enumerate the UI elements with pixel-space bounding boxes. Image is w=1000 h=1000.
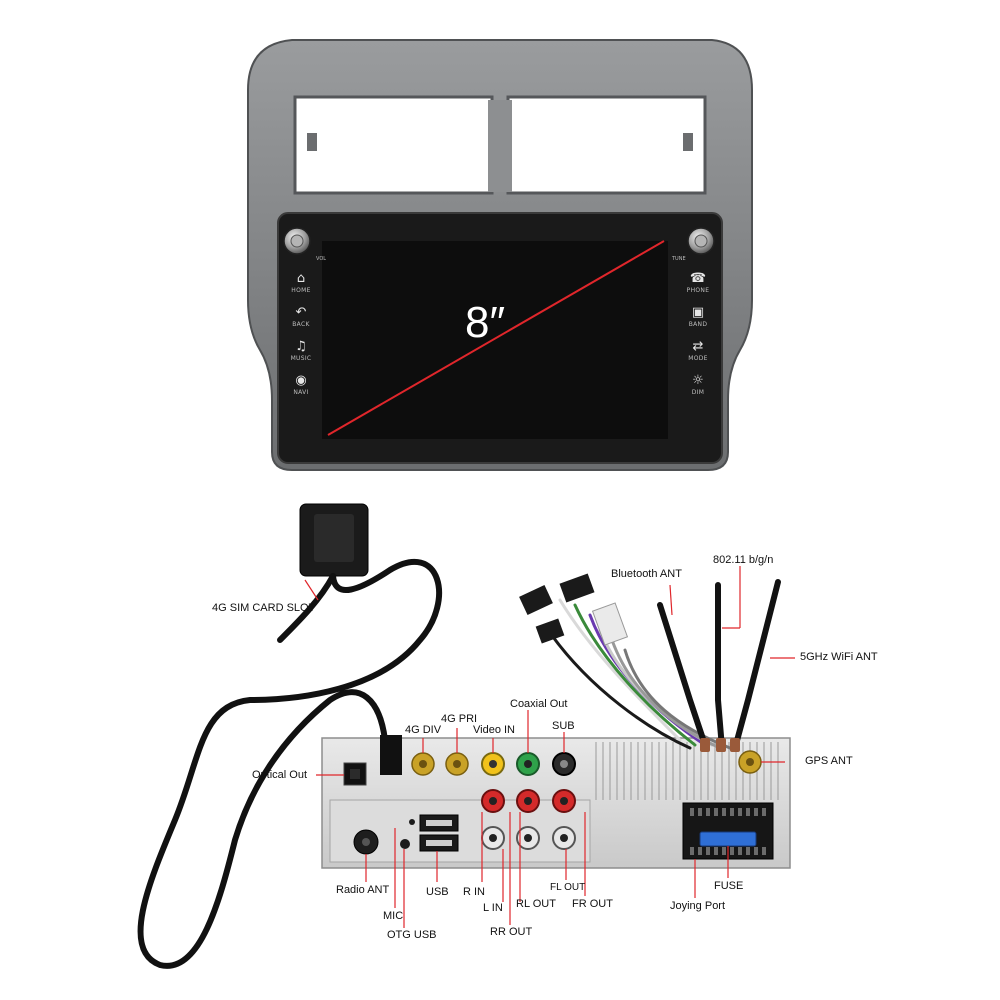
phone-label: PHONE [686, 287, 710, 294]
vol-label: VOL [316, 256, 327, 262]
callout-otg-usb: OTG USB [387, 929, 437, 941]
callout-bluetooth-ant: Bluetooth ANT [611, 568, 682, 580]
callout-rl-out: RL OUT [516, 898, 556, 910]
mic-jack[interactable] [400, 839, 410, 849]
callout-fl-out: FL OUT [550, 882, 586, 893]
callout-joying-port: Joying Port [670, 900, 726, 912]
mode-button[interactable]: ⇄ MODE [668, 339, 728, 363]
dim-label: DIM [691, 389, 705, 396]
callout-l-in: L IN [483, 902, 503, 914]
wire-harness [546, 598, 732, 750]
rr-out-rca[interactable] [552, 789, 576, 813]
heatsink-fins [595, 742, 779, 800]
callout-video-in: Video IN [473, 724, 515, 736]
sub-rca[interactable] [552, 752, 576, 776]
fl-out-rca[interactable] [516, 826, 540, 850]
callout-usb: USB [426, 886, 449, 898]
callout-wifi-24: 802.11 b/g/n [713, 554, 774, 566]
back-label: BACK [292, 321, 310, 328]
mode-icon: ⇄ [692, 339, 704, 354]
screen-diagonal [327, 240, 665, 436]
r-in-rca[interactable] [481, 789, 505, 813]
rl-out-rca[interactable] [516, 789, 540, 813]
harness-plugs [519, 573, 629, 646]
callout-wifi-5: 5GHz WiFi ANT [800, 651, 878, 663]
callout-leaders [304, 566, 795, 928]
callout-sub: SUB [552, 720, 575, 732]
home-icon: ⌂ [296, 271, 306, 286]
l-in-rca[interactable] [481, 826, 505, 850]
4g-div-connector[interactable] [411, 752, 435, 776]
callout-4g-pri: 4G PRI [441, 713, 478, 725]
vent-opening-right [506, 95, 707, 195]
video-in-rca[interactable] [481, 752, 505, 776]
callout-fr-out: FR OUT [572, 898, 613, 910]
callout-gps-ant: GPS ANT [805, 755, 853, 767]
callout-rr-out: RR OUT [490, 926, 533, 938]
home-label: HOME [291, 287, 311, 294]
screen-size-label: 8″ [464, 298, 506, 347]
music-label: MUSIC [290, 355, 312, 362]
4g-pri-connector[interactable] [445, 752, 469, 776]
callout-coaxial-out: Coaxial Out [510, 698, 568, 710]
tune-label: TUNE [672, 256, 686, 262]
callout-4g-div: 4G DIV [405, 724, 442, 736]
back-icon: ↶ [295, 305, 307, 320]
phone-button[interactable]: ☎ PHONE [668, 271, 728, 295]
band-icon: ▣ [691, 305, 705, 320]
otg-usb-port[interactable] [409, 819, 415, 825]
band-button[interactable]: ▣ BAND [668, 305, 728, 329]
mode-label: MODE [688, 355, 708, 362]
music-button[interactable]: ♫ MUSIC [271, 339, 331, 363]
coaxial-out-rca[interactable] [516, 752, 540, 776]
sim-cable [137, 559, 443, 969]
phone-icon: ☎ [689, 271, 707, 286]
navi-label: NAVI [293, 389, 309, 396]
music-icon: ♫ [295, 339, 307, 354]
dim-icon: ☼ [692, 373, 704, 388]
radio-ant-jack[interactable] [353, 829, 379, 855]
band-label: BAND [688, 321, 708, 328]
navi-button[interactable]: ◉ NAVI [271, 373, 331, 397]
navi-pin-icon: ◉ [295, 373, 307, 388]
antennas [657, 579, 781, 751]
dim-button[interactable]: ☼ DIM [668, 373, 728, 397]
fr-out-rca[interactable] [552, 826, 576, 850]
back-button[interactable]: ↶ BACK [271, 305, 331, 329]
callout-radio-ant: Radio ANT [336, 884, 390, 896]
gps-ant-connector[interactable] [738, 750, 762, 774]
callout-mic: MIC [383, 910, 404, 922]
callout-optical-out: Optical Out [252, 769, 308, 781]
callout-fuse: FUSE [714, 880, 744, 892]
callout-r-in: R IN [463, 886, 485, 898]
home-button[interactable]: ⌂ HOME [271, 271, 331, 295]
vent-opening-left [293, 95, 494, 195]
fuse [699, 831, 757, 847]
callout-sim-slot: 4G SIM CARD SLOT [212, 602, 316, 614]
